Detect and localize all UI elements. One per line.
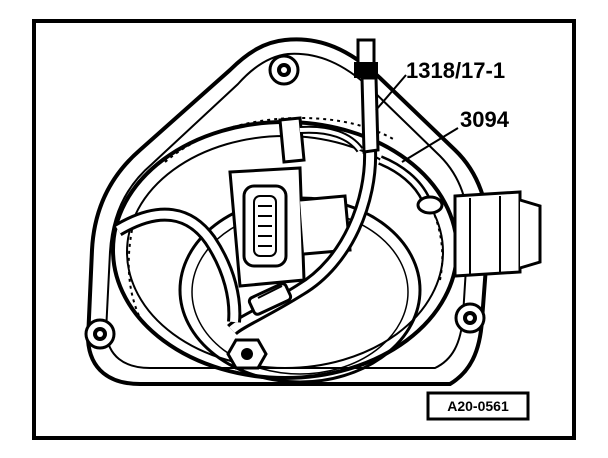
hose-clamp bbox=[247, 282, 293, 316]
leader-line-3094 bbox=[401, 127, 459, 163]
tool-3094 bbox=[378, 155, 444, 215]
left-hose bbox=[114, 207, 242, 323]
leader-line-1318 bbox=[375, 74, 407, 111]
callout-label-1318-17-1: 1318/17-1 bbox=[406, 58, 505, 83]
bolt-hole-right bbox=[454, 302, 486, 334]
figure-frame bbox=[32, 19, 576, 440]
callout-label-3094: 3094 bbox=[460, 107, 510, 132]
flexible-hose bbox=[227, 149, 378, 336]
figure-code: A20-0561 bbox=[447, 398, 509, 414]
fuel-line-fitting bbox=[278, 116, 364, 164]
ring-ribbing-left bbox=[127, 229, 141, 319]
bolt-hole-top bbox=[268, 54, 300, 86]
tool-1318-17-1 bbox=[354, 38, 380, 154]
side-connector bbox=[453, 190, 542, 278]
flange-inner-edge bbox=[104, 52, 470, 369]
bolt-hole-left bbox=[84, 318, 116, 350]
figure-code-box: A20-0561 bbox=[426, 391, 530, 421]
hose-end-nut bbox=[226, 338, 268, 370]
